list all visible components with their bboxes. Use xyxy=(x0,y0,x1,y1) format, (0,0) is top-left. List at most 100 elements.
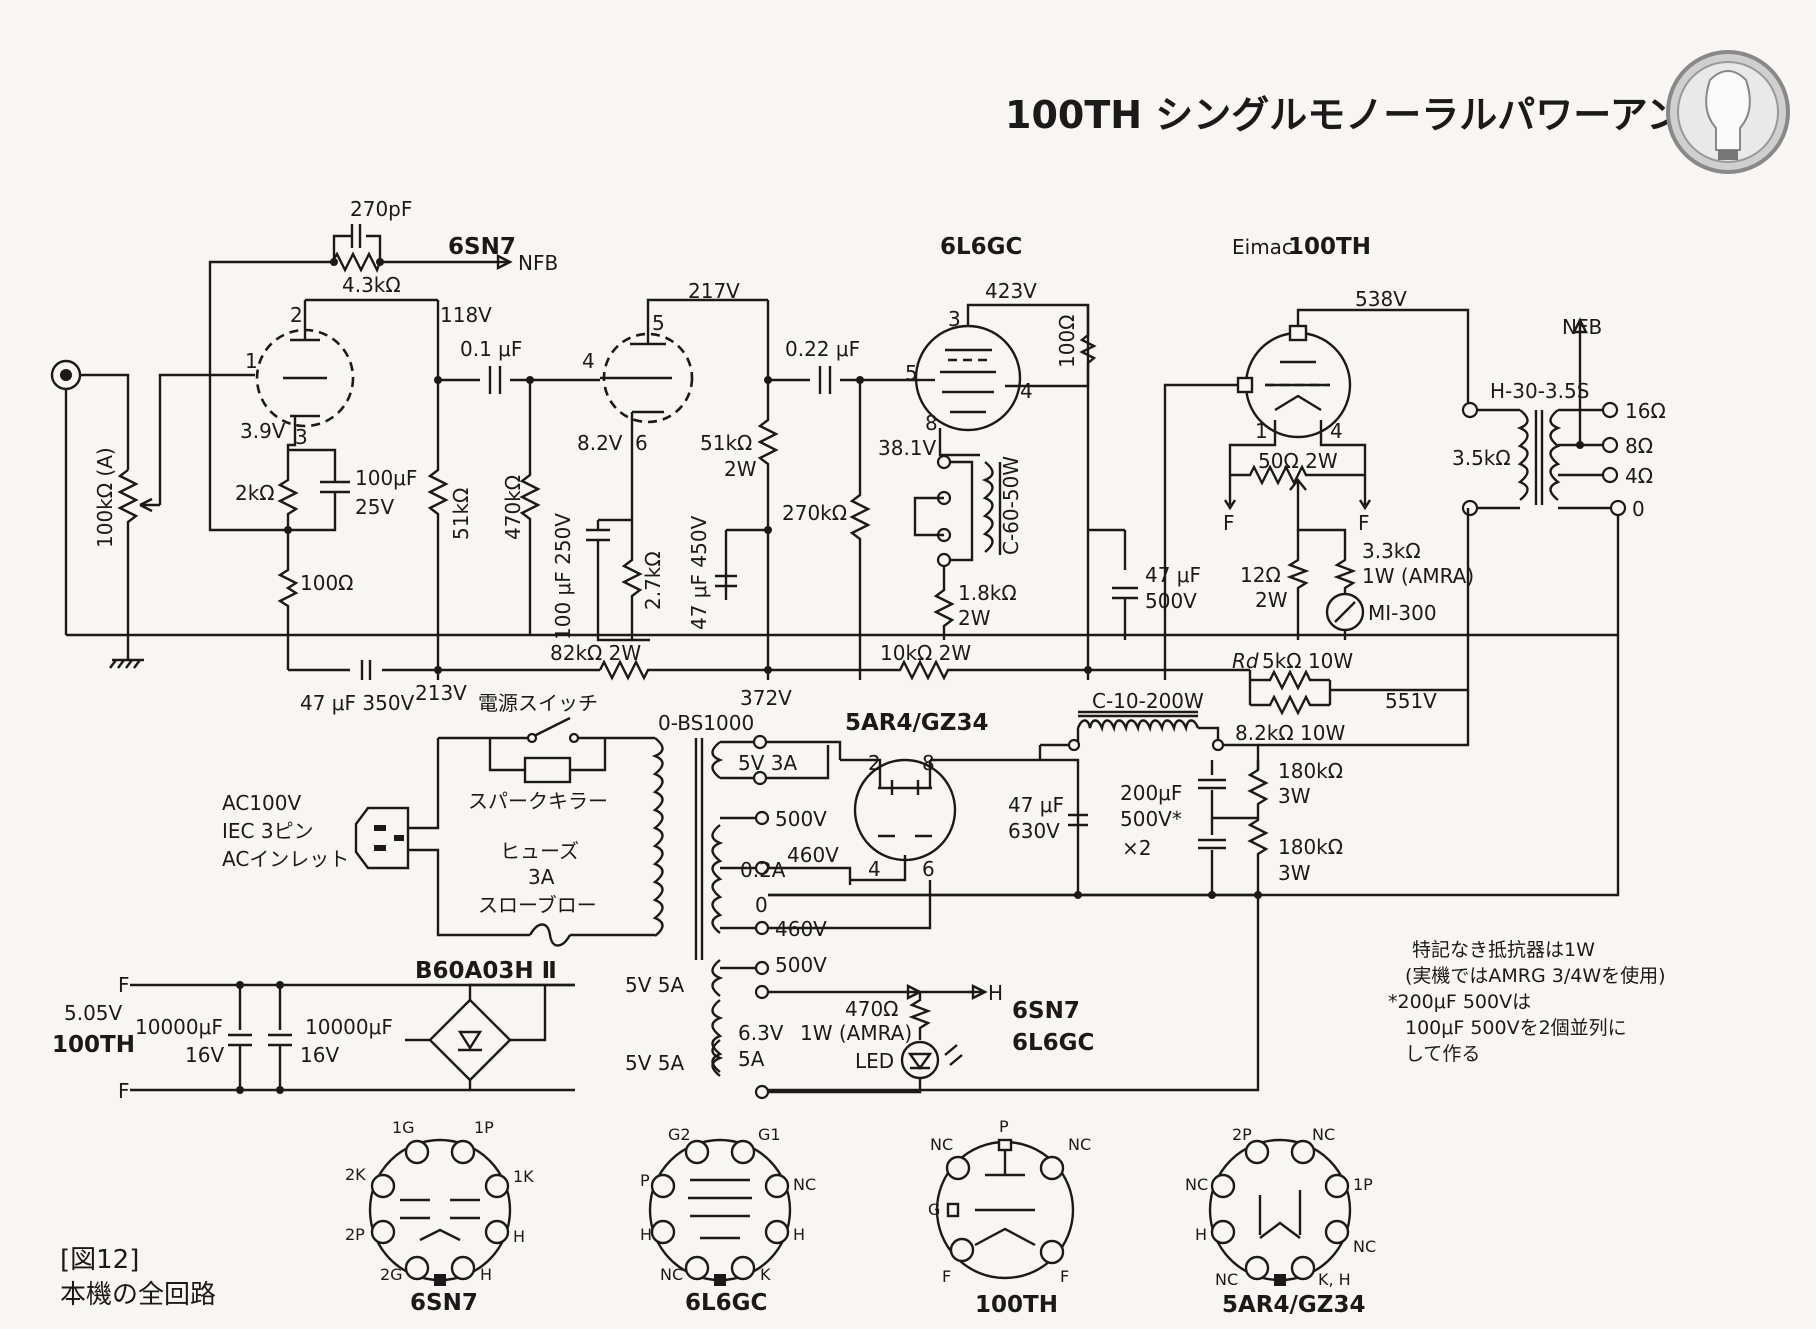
r-g3-label: 270kΩ xyxy=(782,501,847,525)
filament-f-label: F xyxy=(118,1079,130,1103)
pin-label: 2G xyxy=(380,1265,403,1284)
r-12w-label: 2W xyxy=(1255,588,1288,612)
inlet-label: AC100V xyxy=(222,791,301,815)
c-couple2-label: 0.22 μF xyxy=(785,337,860,361)
fuse-label: 3A xyxy=(528,865,555,889)
pin-label: H xyxy=(793,1225,805,1244)
tube-6sn7-label: 6SN7 xyxy=(448,234,516,260)
r-180k-label: 3W xyxy=(1278,861,1311,885)
pin-label: 3 xyxy=(295,425,308,449)
choke-label: C-60-50W xyxy=(999,456,1023,555)
pinout-name: 6SN7 xyxy=(410,1290,478,1316)
pin-label: G1 xyxy=(758,1125,781,1144)
tap-label: 5V 3A xyxy=(738,751,797,775)
meter-icon xyxy=(1325,592,1365,632)
c-10000-label: 16V xyxy=(185,1043,224,1067)
tube-100th-label: 100TH xyxy=(1288,234,1371,260)
c-10000-label: 10000μF xyxy=(305,1015,393,1039)
r-5k-label: 5kΩ 10W xyxy=(1262,649,1353,673)
tap-label: 6.3V xyxy=(738,1021,784,1045)
voltage-label: 538V xyxy=(1355,287,1407,311)
note-line: 特記なき抵抗器は1W xyxy=(1412,939,1595,961)
tap-label: 0 xyxy=(755,893,768,917)
voltage-label: 551V xyxy=(1385,689,1437,713)
input-jack-icon xyxy=(50,359,82,391)
note-line: (実機ではAMRG 3/4Wを使用) xyxy=(1405,965,1666,987)
pin-label: H xyxy=(1195,1225,1207,1244)
voltage-label: 3.9V xyxy=(240,419,286,443)
stage3-6l6gc: 6L6GC 3 5 4 8 423V 270kΩ 100Ω 38.1V C-60… xyxy=(782,234,1201,680)
pin-label: H xyxy=(513,1227,525,1246)
killer-label: スパークキラー xyxy=(468,789,608,813)
pin-label: 4 xyxy=(1330,419,1343,443)
pin-label: 3 xyxy=(948,307,961,331)
c-10000-label: 10000μF xyxy=(135,1015,223,1039)
stage1-6sn7: 100kΩ (A) 2 1 3 6SN7 3.9V 270pF 4.3kΩ NF… xyxy=(50,197,600,680)
r-100-label: 100Ω xyxy=(300,571,353,595)
c-10000-label: 16V xyxy=(300,1043,339,1067)
pin-label: F xyxy=(942,1267,951,1286)
pin-label: 2P xyxy=(345,1225,365,1244)
c-k1v-label: 25V xyxy=(355,495,394,519)
r-k1-label: 2kΩ xyxy=(235,481,275,505)
heater-tube-label: 6SN7 xyxy=(1012,998,1080,1024)
pinout-6l6gc: G2 G1 P NC H H NC K 6L6GC xyxy=(640,1125,816,1316)
figure-caption: 本機の全回路 xyxy=(60,1280,216,1310)
fuse-label: ヒューズ xyxy=(500,839,579,863)
fuse-label: スローブロー xyxy=(478,893,597,917)
pin-label: 6 xyxy=(922,857,935,881)
heater-tube-label: 6L6GC xyxy=(1012,1030,1094,1056)
filament-tube-label: 100TH xyxy=(52,1032,135,1058)
pin-label: NC xyxy=(1185,1175,1208,1194)
c-bv-label: 500V xyxy=(1145,589,1197,613)
switch-label: 電源スイッチ xyxy=(478,691,598,715)
c-630-label: 47 μF xyxy=(1008,793,1064,817)
r-p2w-label: 2W xyxy=(724,457,757,481)
pin-label: 1 xyxy=(245,349,258,373)
pinout-name: 6L6GC xyxy=(685,1290,767,1316)
pin-label: 2 xyxy=(290,303,303,327)
r-k2-label: 2.7kΩ xyxy=(641,551,665,610)
note-line: 100μF 500Vを2個並列に xyxy=(1405,1017,1627,1039)
page-title: 100TH シングルモノーラルパワーアンプ xyxy=(1005,93,1721,137)
c-fb-label: 270pF xyxy=(350,197,412,221)
pin-label: 2 xyxy=(868,751,881,775)
tap-16-label: 16Ω xyxy=(1625,399,1666,423)
r-hum-label: 50Ω 2W xyxy=(1258,449,1338,473)
pinout-name: 100TH xyxy=(975,1292,1058,1318)
c-dec-label: 47 μF 450V xyxy=(687,515,711,630)
r-fb-label: 4.3kΩ xyxy=(342,273,401,297)
figure-number: [図12] xyxy=(60,1245,139,1275)
pin-label: 1G xyxy=(392,1118,415,1137)
pin-label: P xyxy=(640,1171,650,1190)
r-meter-label: 3.3kΩ xyxy=(1362,539,1421,563)
pin-label: K, H xyxy=(1318,1270,1351,1289)
pinout-100th: NC P NC G F F 100TH xyxy=(928,1117,1091,1318)
c-200-label: 500V* xyxy=(1120,807,1182,831)
pin-label: 4 xyxy=(868,857,881,881)
pin-label: K xyxy=(760,1265,771,1284)
r-8k-label: 8.2kΩ 10W xyxy=(1235,721,1345,745)
r-p1-label: 51kΩ xyxy=(449,488,473,540)
heater-h-label: H xyxy=(988,981,1003,1005)
voltage-label: 118V xyxy=(440,303,492,327)
voltage-label: 423V xyxy=(985,279,1037,303)
tap-label: 5V 5A xyxy=(625,1051,684,1075)
stage2-6sn7: 5 4 6 8.2V 100 μF 250V 2.7kΩ 217V 51kΩ 2… xyxy=(551,279,920,680)
ground-icon xyxy=(109,635,144,669)
pin-label: NC xyxy=(1068,1135,1091,1154)
bridge-label: B60A03H Ⅱ xyxy=(415,958,557,984)
pin-label: 6 xyxy=(635,431,648,455)
tap-label: 500V xyxy=(775,807,827,831)
c-k1-label: 100μF xyxy=(355,466,417,490)
filament-f-label: F xyxy=(1358,511,1370,535)
pin-label: NC xyxy=(1215,1270,1238,1289)
r-180k-label: 3W xyxy=(1278,784,1311,808)
pin-label: 1P xyxy=(1353,1175,1373,1194)
pin-label: F xyxy=(1060,1267,1069,1286)
led-label: LED xyxy=(855,1049,894,1073)
filament-f-label: F xyxy=(118,973,130,997)
power-supply: 電源スイッチ スパークキラー 0-BS1000 AC100V IEC 3ピン A… xyxy=(52,640,1620,1103)
pin-label: NC xyxy=(1353,1237,1376,1256)
inlet-label: ACインレット xyxy=(222,847,349,871)
